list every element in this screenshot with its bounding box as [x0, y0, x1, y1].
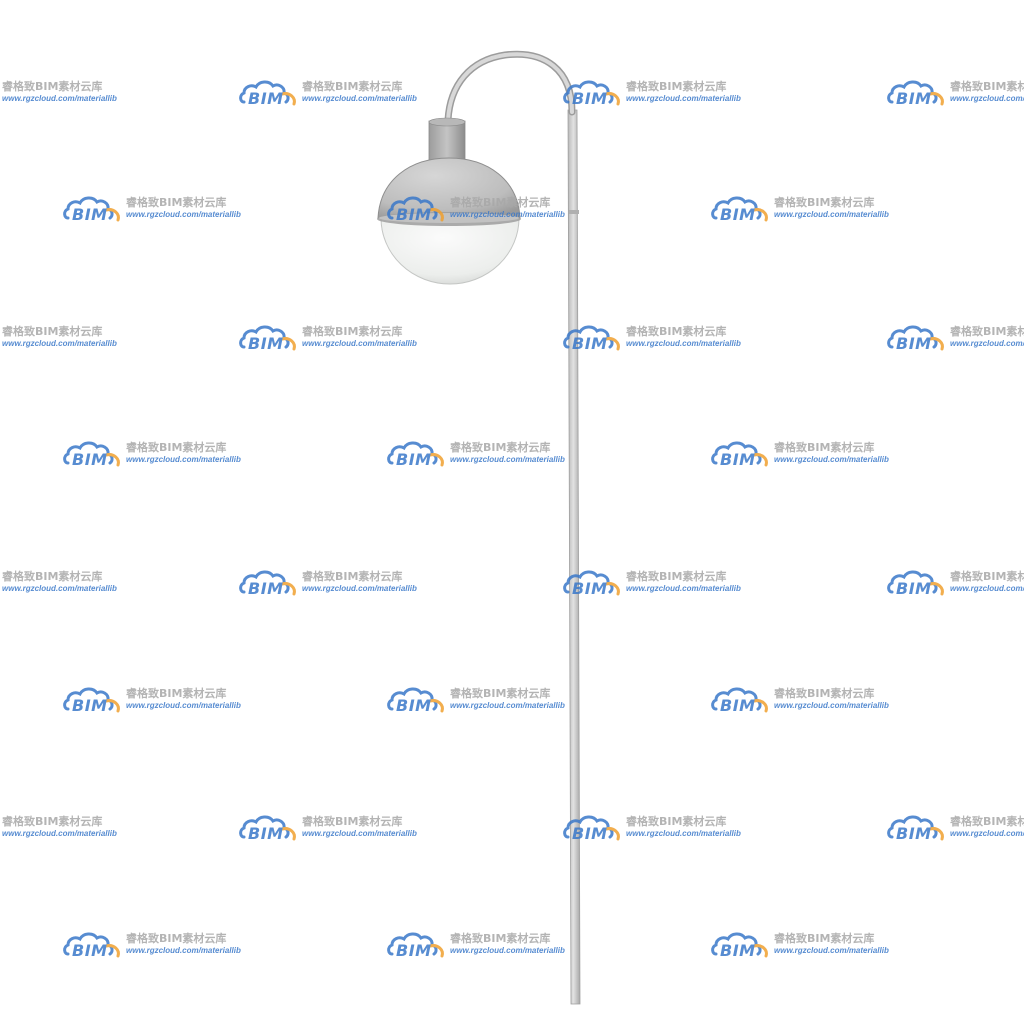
lamp-cap [428, 117, 466, 162]
lamp-shade [377, 157, 521, 226]
lamp-globe [380, 217, 520, 285]
lamp-pole [567, 109, 581, 1005]
lamp-arm [444, 50, 576, 124]
